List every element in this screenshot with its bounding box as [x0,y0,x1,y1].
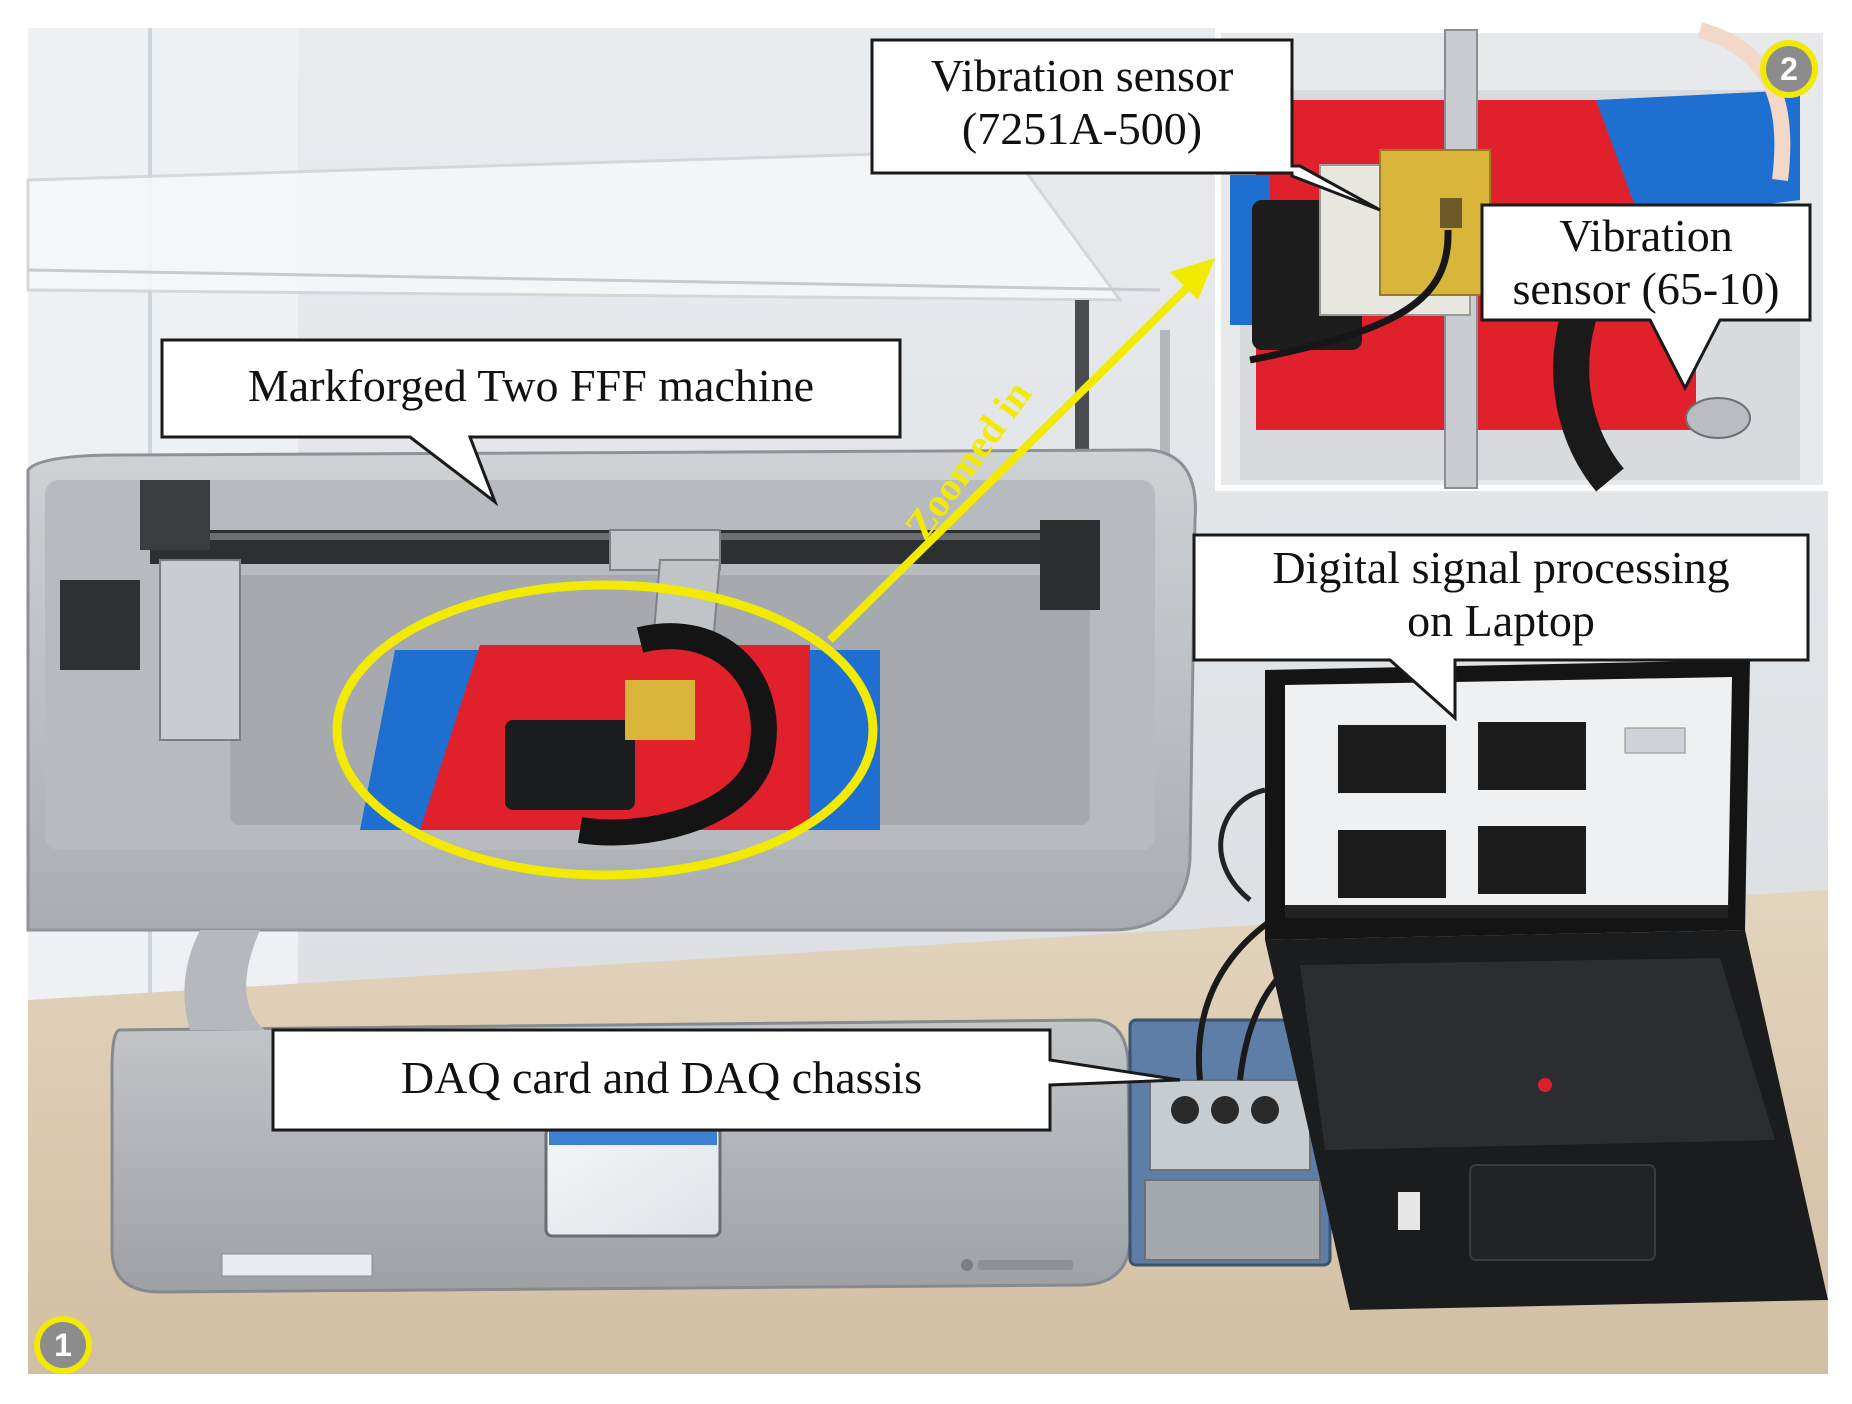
callout-dsp-bubble [1192,533,1810,722]
callout-daq-bubble [271,1028,1181,1132]
zoom-arrowhead [1170,258,1215,300]
touchpad [1469,1164,1656,1261]
callout-sensor1-bubble [870,38,1381,212]
cable-chain [577,623,777,846]
touch-screen-header [549,1131,717,1145]
stepper-motor-lower [60,580,140,670]
callout-dsp-label: Digital signal processing on Laptop [1194,542,1808,648]
callout-machine-bubble [160,338,902,507]
callout-sensor2-bubble [1480,203,1812,392]
right-motor [1040,520,1100,610]
machine-column [184,930,265,1030]
gas-strut-right [1160,330,1170,500]
callout-machine-label: Markforged Two FFF machine [247,360,815,411]
left-carriage [159,559,241,741]
stepper-motor [140,480,210,550]
callout-sensor2-line1: Vibration [1559,210,1733,261]
callout-sensor2-line2: sensor (65-10) [1512,262,1780,314]
callout-daq-label: DAQ card and DAQ chassis [400,1052,923,1103]
brand-logo-text [978,1260,1073,1270]
machine-lid [26,148,1123,302]
print-head-mount [625,680,695,740]
zoom-arrow-line [827,272,1203,643]
plot-thumbnail [1338,725,1446,793]
lid-edge [27,268,1161,292]
taskbar [1285,905,1728,918]
app-button [1624,727,1686,754]
plot-thumbnail [1478,722,1586,790]
serial-label [221,1253,373,1277]
print-head [505,720,635,810]
laptop-keys [1300,958,1775,1150]
daq-connector [1171,1096,1199,1124]
laptop-sticker [1398,1192,1420,1230]
laptop-cable [1218,787,1266,902]
daq-base-unit [1144,1179,1321,1261]
callout-dsp-line1: Digital signal processing [1272,542,1730,593]
brand-logo-mark [961,1259,973,1271]
callout-sensor1-line2: (7251A-500) [961,102,1203,154]
plot-thumbnail [1338,830,1446,898]
callout-sensor1-label: Vibration sensor (7251A-500) [872,50,1292,156]
highlight-ellipse [332,580,878,880]
marker-overview: 1 [40,1322,86,1368]
callout-sensor1-line1: Vibration sensor [930,50,1234,101]
daq-connector [1211,1096,1239,1124]
callout-sensor2-label: Vibration sensor (65-10) [1482,210,1810,316]
daq-card [1149,1079,1311,1171]
callout-dsp-line2: on Laptop [1407,594,1595,646]
plot-thumbnail [1478,826,1586,894]
trackpoint [1538,1078,1552,1092]
marker-zoom: 2 [1766,46,1812,92]
daq-connector [1251,1096,1279,1124]
